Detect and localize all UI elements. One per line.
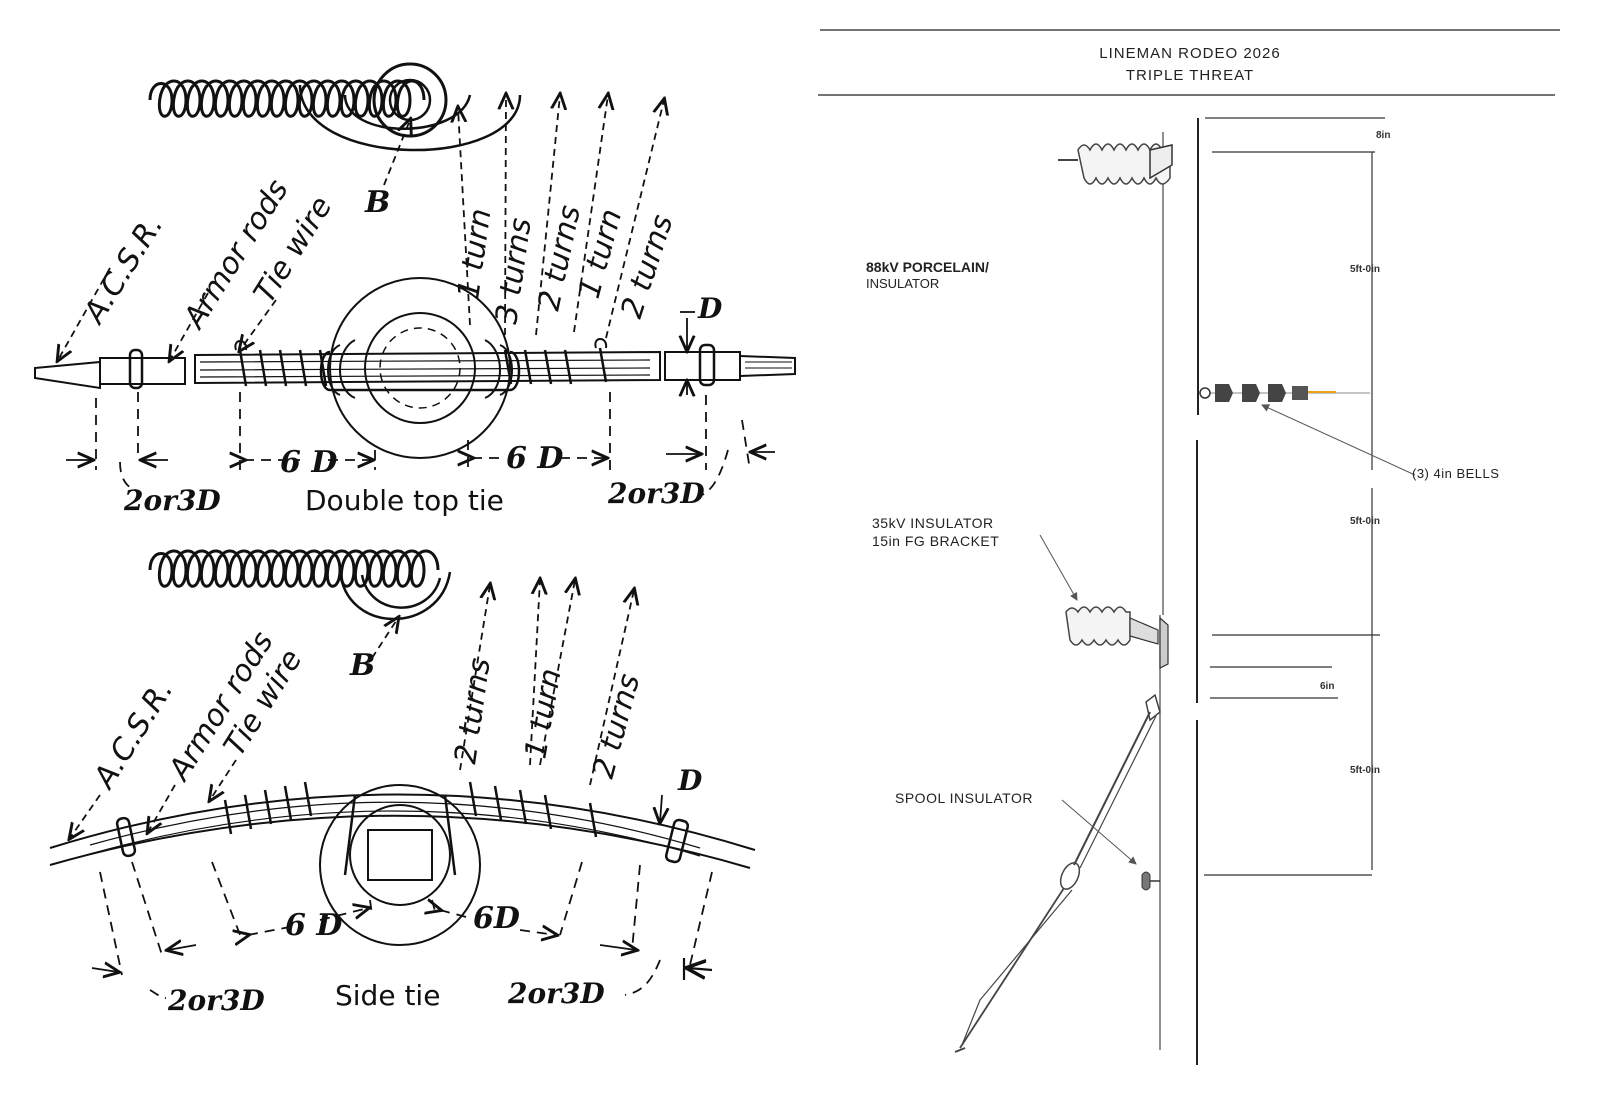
bottom-turn-label-1: 2 turns bbox=[448, 656, 497, 766]
pole-left-edge bbox=[1159, 132, 1164, 1050]
bottom-d-label: D bbox=[677, 764, 703, 797]
bottom-coil-helix bbox=[148, 549, 440, 588]
insulator-35kv-label-2: 15in FG BRACKET bbox=[872, 533, 999, 549]
pole-right-edge bbox=[1196, 118, 1199, 1065]
top-2or3d-right-label: 2or3D bbox=[607, 477, 705, 510]
top-leader-arrows bbox=[58, 95, 664, 360]
bottom-2or3d-left-label: 2or3D bbox=[167, 984, 265, 1017]
dim-5ft-middle: 5ft-0in bbox=[1350, 516, 1380, 527]
spool-insulator-label: SPOOL INSULATOR bbox=[895, 790, 1033, 806]
double-top-tie-figure: A.C.S.R. Armor rods Tie wire B 1 turn 3 … bbox=[34, 62, 796, 517]
porcelain-label-2: INSULATOR bbox=[866, 276, 939, 291]
lineman-rodeo-drawing: LINEMAN RODEO 2026 TRIPLE THREAT 88kV PO… bbox=[818, 29, 1560, 1065]
porcelain-label-1: 88kV PORCELAIN/ bbox=[866, 259, 989, 275]
bottom-6d-right-label: 6D bbox=[473, 901, 520, 936]
insulator-35kv-bracket bbox=[1065, 606, 1169, 669]
porcelain-insulator-88kv bbox=[1058, 143, 1173, 185]
top-acsr-label: A.C.S.R. bbox=[76, 209, 170, 331]
top-turn-label-1: 1 turn bbox=[451, 206, 498, 301]
top-2or3d-left-label: 2or3D bbox=[123, 484, 221, 517]
dim-6in: 6in bbox=[1320, 681, 1334, 692]
bells-label: (3) 4in BELLS bbox=[1412, 466, 1499, 481]
top-b-label: B bbox=[364, 185, 390, 220]
top-6d-right-label: 6 D bbox=[506, 441, 563, 476]
bottom-turn-label-2: 1 turn bbox=[518, 666, 568, 761]
top-turn-label-2: 3 turns bbox=[489, 216, 538, 326]
bottom-turn-label-3: 2 turns bbox=[586, 670, 647, 782]
top-6d-left-label: 6 D bbox=[280, 445, 337, 480]
side-tie-figure: A.C.S.R. Armor rods Tie wire B 2 turns 1… bbox=[49, 549, 756, 1017]
brace-assembly bbox=[954, 693, 1161, 1053]
top-turn-label-3: 2 turns bbox=[532, 202, 588, 313]
dim-8in: 8in bbox=[1376, 130, 1390, 141]
insulator-35kv-label-1: 35kV INSULATOR bbox=[872, 515, 994, 531]
drawing-title: LINEMAN RODEO 2026 bbox=[1099, 45, 1280, 62]
dim-5ft-lower: 5ft-0in bbox=[1350, 765, 1380, 776]
side-tie-caption: Side tie bbox=[335, 979, 440, 1012]
bottom-acsr-label: A.C.S.R. bbox=[86, 674, 180, 796]
spool-insulator bbox=[1141, 871, 1160, 891]
bottom-2or3d-right-label: 2or3D bbox=[507, 977, 605, 1010]
top-coil-helix bbox=[148, 79, 426, 118]
dim-5ft-upper: 5ft-0in bbox=[1350, 264, 1380, 275]
top-d-label: D bbox=[697, 292, 723, 325]
bottom-6d-left-label: 6 D bbox=[285, 908, 342, 943]
bottom-leader-arrows bbox=[70, 580, 634, 838]
bottom-b-label: B bbox=[349, 648, 375, 683]
drawing-subtitle: TRIPLE THREAT bbox=[1126, 67, 1254, 84]
suspension-bell-string bbox=[1199, 384, 1370, 402]
double-top-tie-caption: Double top tie bbox=[305, 484, 504, 517]
